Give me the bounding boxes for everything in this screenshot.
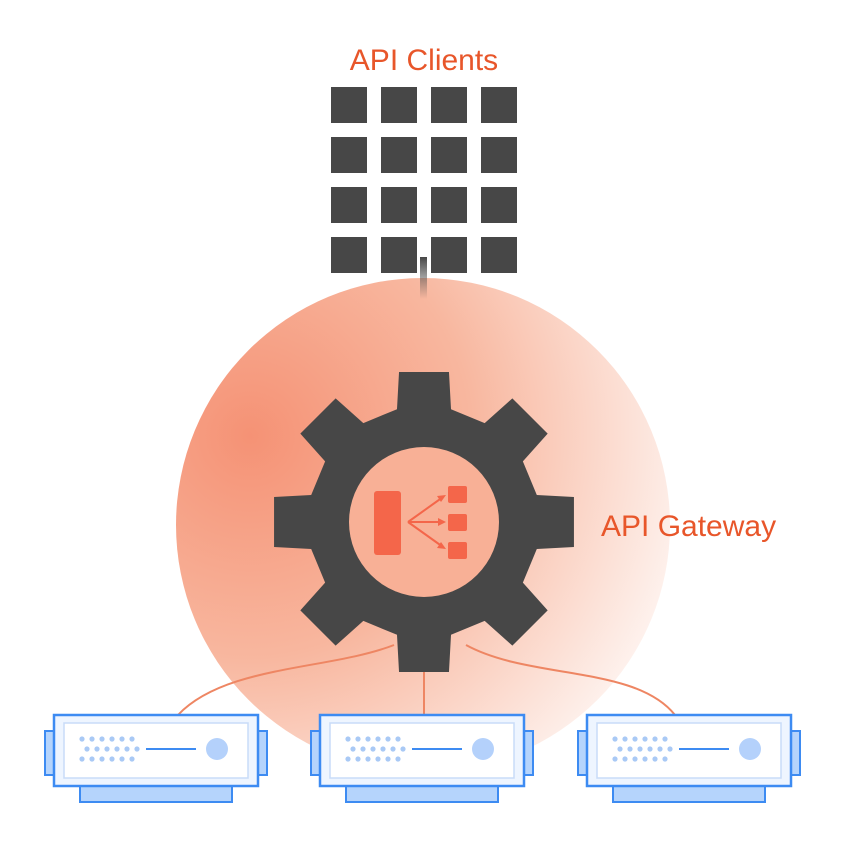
server-vent-dot — [637, 746, 643, 752]
client-square — [331, 137, 367, 173]
api-gateway-label: API Gateway — [601, 510, 776, 543]
server-knob — [739, 738, 761, 760]
server-vent-dot — [667, 746, 673, 752]
client-square — [431, 237, 467, 273]
server-vent-dot — [89, 736, 95, 742]
routing-source-block — [374, 491, 401, 555]
routing-icon — [374, 486, 467, 559]
routing-target-1 — [448, 486, 467, 503]
server-vent-dot — [365, 736, 371, 742]
routing-target-3 — [448, 542, 467, 559]
server-vent-dot — [385, 736, 391, 742]
server-connections — [177, 644, 676, 716]
server-vent-dot — [622, 736, 628, 742]
server-vent-dot — [612, 736, 618, 742]
client-square — [431, 187, 467, 223]
server-vent-dot — [642, 756, 648, 762]
client-square — [431, 137, 467, 173]
server-vent-dot — [355, 756, 361, 762]
server-vent-dot — [355, 736, 361, 742]
server-vent-dot — [647, 746, 653, 752]
server-vent-dot — [642, 736, 648, 742]
server-vent-dot — [119, 756, 125, 762]
client-square — [481, 137, 517, 173]
server-vent-dot — [350, 746, 356, 752]
server-vent-dot — [360, 746, 366, 752]
server-vent-dot — [395, 756, 401, 762]
server-3 — [577, 713, 801, 803]
server-vent-dot — [632, 736, 638, 742]
server-vent-dot — [345, 736, 351, 742]
client-square — [331, 187, 367, 223]
server-2 — [310, 713, 534, 803]
server-vent-dot — [622, 756, 628, 762]
server-vent-dot — [652, 756, 658, 762]
server-vent-dot — [94, 746, 100, 752]
server-vent-dot — [79, 736, 85, 742]
server-vent-dot — [627, 746, 633, 752]
server-vent-dot — [109, 756, 115, 762]
api-clients-grid — [331, 87, 517, 273]
server-knob — [472, 738, 494, 760]
server-vent-dot — [109, 736, 115, 742]
server-vent-dot — [370, 746, 376, 752]
server-vent-dot — [385, 756, 391, 762]
server-1 — [44, 713, 268, 803]
server-vent-dot — [89, 756, 95, 762]
client-square — [381, 137, 417, 173]
server-vent-dot — [657, 746, 663, 752]
server-vent-dot — [380, 746, 386, 752]
client-square — [481, 87, 517, 123]
server-vent-dot — [134, 746, 140, 752]
server-vent-dot — [124, 746, 130, 752]
server-vent-dot — [99, 756, 105, 762]
client-square — [431, 87, 467, 123]
server-vent-dot — [612, 756, 618, 762]
connection-line-left — [177, 644, 395, 716]
server-vent-dot — [345, 756, 351, 762]
server-vent-dot — [662, 756, 668, 762]
server-vent-dot — [99, 736, 105, 742]
client-square — [481, 187, 517, 223]
server-vent-dot — [104, 746, 110, 752]
server-vent-dot — [114, 746, 120, 752]
connection-line-right — [465, 644, 676, 716]
server-vent-dot — [119, 736, 125, 742]
routing-target-2 — [448, 514, 467, 531]
server-vent-dot — [84, 746, 90, 752]
server-vent-dot — [375, 756, 381, 762]
server-vent-dot — [652, 736, 658, 742]
server-vent-dot — [79, 756, 85, 762]
api-clients-label: API Clients — [350, 44, 498, 77]
server-vent-dot — [395, 736, 401, 742]
server-vent-dot — [129, 736, 135, 742]
client-square — [381, 237, 417, 273]
server-vent-dot — [617, 746, 623, 752]
client-square — [481, 237, 517, 273]
client-square — [381, 87, 417, 123]
client-square — [331, 237, 367, 273]
server-vent-dot — [390, 746, 396, 752]
server-knob — [206, 738, 228, 760]
server-vent-dot — [365, 756, 371, 762]
client-square — [381, 187, 417, 223]
servers — [44, 713, 801, 803]
server-vent-dot — [129, 756, 135, 762]
server-vent-dot — [400, 746, 406, 752]
client-square — [331, 87, 367, 123]
client-connector — [420, 257, 427, 299]
server-vent-dot — [662, 736, 668, 742]
server-vent-dot — [375, 736, 381, 742]
server-vent-dot — [632, 756, 638, 762]
